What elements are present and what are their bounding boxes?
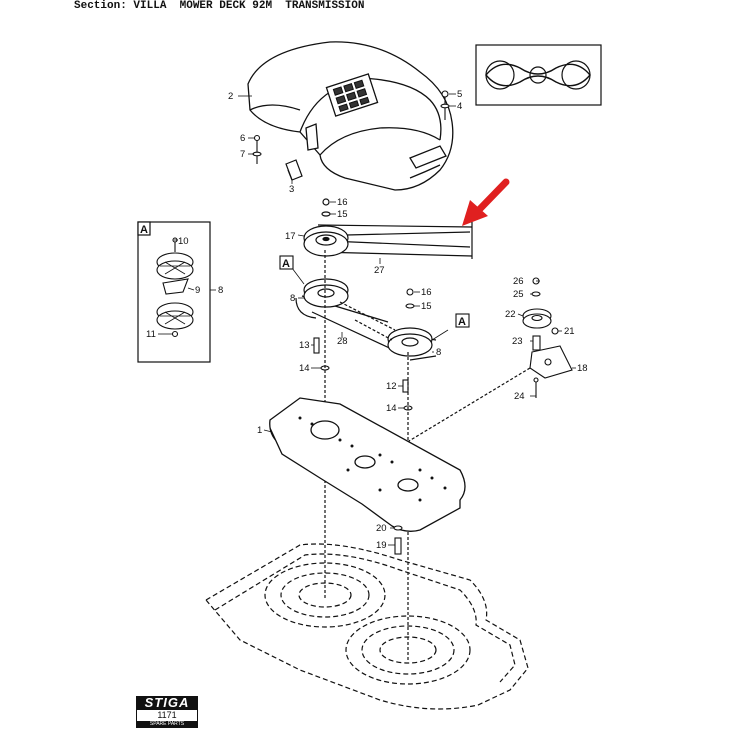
callout-17: 17	[285, 231, 296, 242]
callout-22: 22	[505, 309, 516, 320]
view-marker-a-right: A	[458, 316, 466, 328]
mounting-plate	[269, 397, 466, 532]
callout-16b: 16	[421, 287, 432, 298]
view-markers: A A A	[140, 224, 470, 328]
callout-2: 2	[228, 91, 233, 102]
logo-brand: STIGA	[136, 696, 198, 710]
callout-14a: 14	[299, 363, 310, 374]
detail-box-letter: A	[140, 224, 148, 236]
callout-25: 25	[513, 289, 524, 300]
logo-subtitle: SPARE PARTS	[136, 721, 198, 728]
mower-deck-outline	[205, 543, 529, 710]
right-idler-assembly	[522, 277, 573, 398]
fasteners-bottom	[393, 525, 403, 555]
fasteners-top	[252, 90, 450, 164]
callout-27: 27	[374, 265, 385, 276]
callout-18: 18	[577, 363, 588, 374]
callout-24: 24	[514, 391, 525, 402]
callout-6: 6	[240, 133, 245, 144]
callout-leaders	[158, 93, 576, 546]
stiga-logo: STIGA 1171 SPARE PARTS	[136, 696, 198, 730]
bracket-part-3	[285, 159, 303, 181]
callout-26: 26	[513, 276, 524, 287]
view-marker-a-left: A	[282, 258, 290, 270]
section-header: Section: VILLA MOWER DECK 92M TRANSMISSI…	[74, 0, 364, 12]
section-label: Section:	[74, 0, 127, 12]
callout-12: 12	[386, 381, 397, 392]
callout-10: 10	[178, 236, 189, 247]
section-value: VILLA MOWER DECK 92M TRANSMISSION	[133, 0, 365, 12]
callout-23: 23	[512, 336, 523, 347]
callout-15a: 15	[337, 209, 348, 220]
lower-pulleys-and-belt	[295, 278, 437, 361]
deck-cover	[247, 41, 454, 191]
callout-16a: 16	[337, 197, 348, 208]
upper-pulley-and-belt	[303, 198, 473, 259]
callout-numbers: 2 5 4 6 7 3 16 15 17 27 10 9 8 11 8 28 1…	[146, 89, 588, 551]
callout-8b: 8	[290, 293, 295, 304]
callout-28: 28	[337, 336, 348, 347]
callout-9: 9	[195, 285, 200, 296]
callout-11: 11	[146, 329, 156, 340]
callout-3: 3	[289, 184, 294, 195]
callout-14b: 14	[386, 403, 397, 414]
callout-21: 21	[564, 326, 575, 337]
callout-15b: 15	[421, 301, 432, 312]
callout-8c: 8	[436, 347, 441, 358]
callout-13: 13	[299, 340, 310, 351]
logo-number: 1171	[136, 710, 198, 721]
callout-7: 7	[240, 149, 245, 160]
callout-8a: 8	[218, 285, 223, 296]
callout-5: 5	[457, 89, 462, 100]
callout-1: 1	[257, 425, 262, 436]
callout-4: 4	[457, 101, 462, 112]
detail-box-a	[137, 221, 211, 363]
red-indicator-arrow	[462, 178, 510, 226]
belt-routing-inset	[475, 44, 602, 106]
callout-19: 19	[376, 540, 387, 551]
callout-20: 20	[376, 523, 387, 534]
